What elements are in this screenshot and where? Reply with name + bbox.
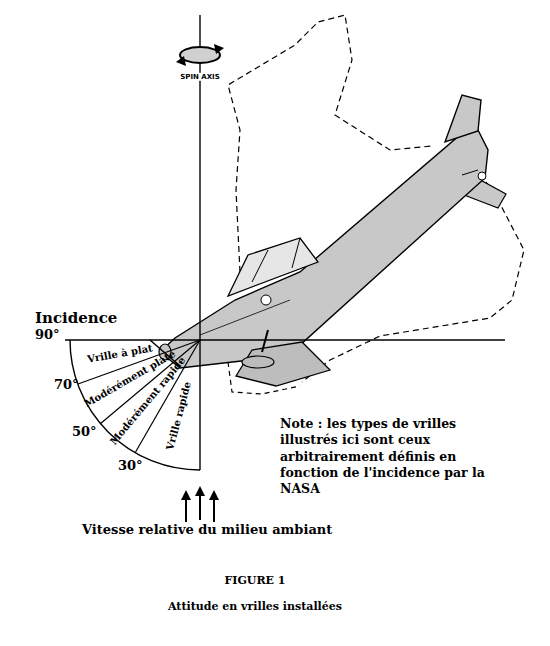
canopy-frame xyxy=(252,250,268,282)
wheel-fairing xyxy=(242,356,274,368)
spin-axis-label: SPIN AXIS xyxy=(179,73,221,81)
landing-gear xyxy=(262,330,268,352)
wind-arrowhead xyxy=(195,486,205,496)
note-text: Note : les types de vrilles illustrés ic… xyxy=(280,416,495,497)
spin-axis-line xyxy=(199,15,200,470)
wind-arrowhead xyxy=(209,490,219,500)
tail-light xyxy=(478,172,486,180)
flow-label: Vitesse relative du milieu ambiant xyxy=(82,522,332,538)
angle-value: 30° xyxy=(118,458,143,474)
spin-arrowhead xyxy=(176,56,186,66)
angle-value: 90° xyxy=(35,327,60,343)
canopy-frame xyxy=(292,238,300,268)
horizontal-line xyxy=(65,339,505,340)
pilot-head xyxy=(261,295,271,305)
wind-arrow xyxy=(213,498,215,522)
fuselage xyxy=(160,130,488,368)
spin-type: Vrille rapide xyxy=(164,381,194,452)
spin-type: Vrille à plat xyxy=(86,342,153,365)
detail-line xyxy=(462,170,478,175)
spin-arrowhead xyxy=(214,44,224,54)
wind-arrow xyxy=(185,498,187,522)
caption: Attitude en vrilles installées xyxy=(150,600,360,613)
incidence-arc xyxy=(70,340,200,470)
canopy xyxy=(228,238,318,296)
wind-arrow xyxy=(199,494,201,520)
angle-value: 70° xyxy=(54,377,79,393)
spin-symbol xyxy=(180,47,220,63)
figure-number: FIGURE 1 xyxy=(150,574,360,587)
wind-arrowhead xyxy=(181,490,191,500)
panel-line xyxy=(200,300,290,335)
wing xyxy=(236,342,330,386)
angle-value: 50° xyxy=(72,424,97,440)
tail-fin xyxy=(445,95,481,142)
axis-title: Incidence xyxy=(35,309,117,327)
